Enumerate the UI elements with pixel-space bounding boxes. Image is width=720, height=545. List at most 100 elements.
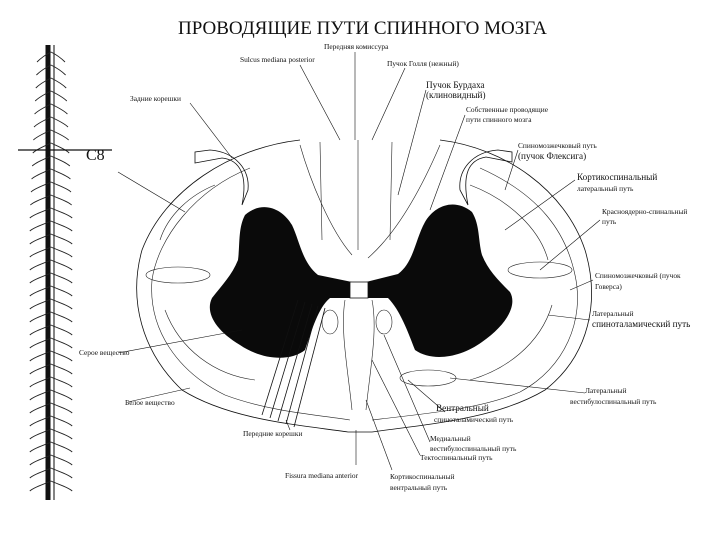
spinal-nerve-branch — [50, 246, 73, 258]
grey-matter-right — [366, 204, 513, 357]
label-vestibulo-lat-2: вестибулоспинальный путь — [570, 397, 657, 406]
spinal-nerve-branch — [50, 363, 73, 375]
label-vestibulo-lat-1: Латеральный — [585, 386, 627, 395]
spinal-nerve-branch — [50, 64, 66, 76]
dorsal-root-right — [459, 149, 513, 206]
spinal-nerve-branch — [50, 220, 73, 232]
spinal-nerve-branch — [29, 233, 52, 245]
label-goll: Пучок Голля (нежный) — [387, 59, 459, 68]
spinal-nerve-branch — [50, 116, 69, 128]
label-spinothal-lat-2: спиноталамический путь — [592, 319, 690, 329]
label-corticospinal-vent-2: вентральный путь — [390, 483, 448, 492]
label-rubrospinal-1: Красноядерно-спинальный — [602, 207, 687, 216]
label-fissura: Fissura mediana anterior — [285, 471, 359, 480]
leader-lines — [117, 52, 601, 471]
label-tectospinal: Тектоспинальный путь — [420, 453, 493, 462]
label-flechsig-1: Спиномозжечковый путь — [518, 141, 597, 150]
label-corticospinal-lat-2: латеральный путь — [577, 184, 634, 193]
spinal-nerve-branch — [35, 77, 52, 89]
label-own-paths-1: Собственные проводящие — [466, 105, 549, 114]
burdach-column — [299, 144, 441, 259]
spinal-nerve-branch — [29, 337, 52, 349]
spinal-nerve-branch — [29, 272, 52, 284]
spinal-nerve-branch — [32, 142, 52, 154]
spinal-nerve-branch — [50, 285, 73, 297]
label-anterior-commissure: Передняя комиссура — [324, 42, 389, 51]
label-flechsig-2: (пучок Флексига) — [518, 151, 586, 161]
label-vestibulo-med-2: вестибулоспинальный путь — [430, 444, 517, 453]
spinal-nerve-branch — [29, 285, 52, 297]
cord-outline — [136, 139, 592, 433]
grey-matter-left — [209, 207, 352, 358]
spinal-nerve-branch — [29, 376, 52, 388]
label-corticospinal-lat-1: Кортикоспинальный — [577, 172, 657, 182]
lateral-tract-arcs — [159, 184, 553, 381]
spinal-column-illustration: C8 — [18, 45, 112, 500]
ventral-roots — [261, 299, 326, 428]
spinal-nerve-branch — [50, 129, 69, 141]
spinal-nerve-branch — [50, 168, 71, 180]
spinal-nerve-branch — [34, 103, 52, 115]
label-vestibulo-med-1: Медиальный — [430, 434, 471, 443]
spinal-nerve-branch — [50, 324, 73, 336]
spinal-nerve-branch — [50, 259, 73, 271]
grey-matter — [209, 204, 513, 358]
spinal-nerve-branch — [29, 311, 52, 323]
spinal-nerve-branch — [50, 103, 68, 115]
spinal-nerve-branch — [29, 428, 52, 440]
label-ventral-roots: Передние корешки — [243, 429, 302, 438]
anterior-fissure — [343, 299, 375, 411]
spinal-nerve-branch — [30, 194, 52, 206]
spinal-nerve-branch — [50, 441, 73, 453]
tract-ventral-spinothalamic — [399, 369, 457, 387]
spinal-nerve-branch — [50, 467, 73, 479]
spinal-nerve-branch — [29, 350, 52, 362]
spinal-nerve-branch — [50, 233, 73, 245]
spinal-nerve-branch — [50, 272, 73, 284]
spinal-nerve-branch — [29, 298, 52, 310]
spinal-nerves — [29, 51, 73, 492]
labels: Передняя комиссура Sulcus mediana poster… — [79, 42, 690, 492]
spinal-nerve-branch — [31, 155, 52, 167]
diagram-title: ПРОВОДЯЩИЕ ПУТИ СПИННОГО МОЗГА — [178, 18, 547, 39]
label-spinothal-vent-1: Вентральный — [436, 403, 489, 413]
spinal-nerve-branch — [29, 363, 52, 375]
segment-label: C8 — [86, 147, 105, 164]
spinal-nerve-branch — [50, 51, 66, 63]
label-gowers-1: Спиномозжечковый (пучок — [595, 271, 681, 280]
label-rubrospinal-2: путь — [602, 217, 617, 226]
spinal-nerve-branch — [29, 467, 52, 479]
tract-left-gowers — [145, 266, 211, 284]
spinal-nerve-branch — [50, 90, 68, 102]
central-canal — [349, 281, 369, 299]
spinal-nerve-branch — [50, 428, 73, 440]
spinal-nerve-branch — [29, 480, 52, 492]
spinal-nerve-branch — [29, 259, 52, 271]
label-white-matter: Белое вещество — [125, 398, 175, 407]
spinal-nerve-branch — [29, 389, 52, 401]
posterior-columns — [319, 140, 393, 250]
label-sulcus-posterior: Sulcus mediana posterior — [240, 55, 315, 64]
spinal-nerve-branch — [50, 311, 73, 323]
spinal-nerve-branch — [50, 350, 73, 362]
spinal-nerve-branch — [50, 207, 73, 219]
spinal-nerve-branch — [50, 77, 67, 89]
tract-ventral-right — [375, 309, 393, 335]
dorsal-root-left — [194, 149, 249, 206]
label-grey-matter: Серое вещество — [79, 348, 130, 357]
spinal-nerve-branch — [29, 402, 52, 414]
spinal-nerve-branch — [50, 337, 73, 349]
spinal-nerve-branch — [33, 129, 52, 141]
spinal-nerve-branch — [30, 181, 52, 193]
spinal-nerve-branch — [50, 415, 73, 427]
spinal-nerve-branch — [29, 415, 52, 427]
label-spinothal-vent-2: спиноталамический путь — [434, 415, 514, 424]
spinal-nerve-branch — [50, 298, 73, 310]
spinal-nerve-branch — [29, 246, 52, 258]
spinal-nerve-branch — [31, 168, 52, 180]
spinal-nerve-branch — [50, 480, 73, 492]
label-spinothal-lat-1: Латеральный — [592, 309, 634, 318]
label-dorsal-roots: Задние корешки — [130, 94, 181, 103]
spinal-nerve-branch — [29, 441, 52, 453]
